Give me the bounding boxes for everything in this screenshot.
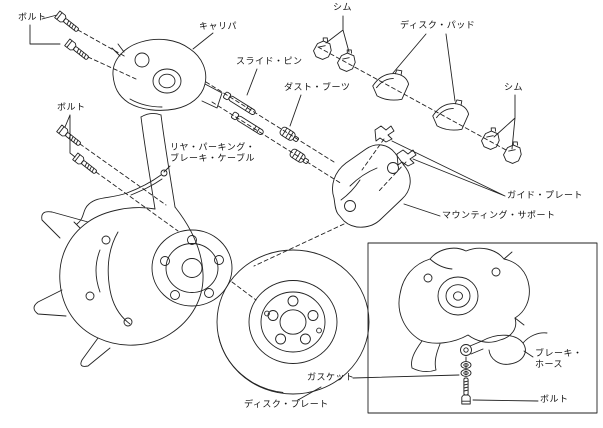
label-brake-hose-line2: ホース xyxy=(535,360,564,370)
label-brake-hose: ブレーキ・ ホース xyxy=(535,349,583,371)
label-disc-plate: ディスク・プレート xyxy=(244,400,329,410)
label-parking-brake-cable-line2: ブレーキ・ケーブル xyxy=(170,154,255,164)
shim-right-2 xyxy=(501,138,525,166)
parking-brake-cable-part xyxy=(73,169,168,229)
caliper-part xyxy=(111,38,223,111)
label-parking-brake-cable-line1: リヤ・パーキング・ xyxy=(170,143,256,153)
disc-rotor xyxy=(216,249,370,395)
mounting-support-part xyxy=(332,144,411,228)
guide-plate-2 xyxy=(396,149,417,167)
guide-plate-1 xyxy=(374,125,395,143)
slide-pin-1 xyxy=(222,91,258,117)
leader-lines xyxy=(29,14,539,402)
bolt-left-2 xyxy=(72,152,99,177)
disc-pad-1 xyxy=(370,65,412,104)
bolt-inset-part xyxy=(461,377,471,405)
label-bolt-left: ボルト xyxy=(57,103,86,113)
label-parking-brake-cable: リヤ・パーキング・ ブレーキ・ケーブル xyxy=(170,143,255,165)
label-mounting-support: マウンティング・サポート xyxy=(442,211,556,221)
bolt-top-left-2 xyxy=(64,38,91,63)
dust-boot-2 xyxy=(288,147,311,167)
bolt-left-1 xyxy=(56,124,83,149)
label-gasket: ガスケット xyxy=(307,373,355,383)
bolt-top-left-1 xyxy=(54,10,81,35)
label-shim-top: シム xyxy=(333,3,353,13)
assembly-dashed-lines xyxy=(77,29,507,378)
dust-boot-1 xyxy=(278,125,301,145)
label-guide-plate: ガイド・プレート xyxy=(507,191,584,201)
label-slide-pin: スライド・ピン xyxy=(236,57,303,67)
label-bolt-inset: ボルト xyxy=(540,395,569,405)
label-dust-boots: ダスト・ブーツ xyxy=(284,83,351,93)
knuckle-assembly xyxy=(33,112,233,367)
gasket-washers xyxy=(460,361,472,377)
inset-box xyxy=(367,242,598,414)
label-caliper: キャリパ xyxy=(199,22,238,32)
shim-top-2 xyxy=(335,46,359,74)
shim-right-1 xyxy=(479,124,503,152)
label-disc-pad: ディスク・パッド xyxy=(400,21,476,31)
label-brake-hose-line1: ブレーキ・ xyxy=(535,349,583,359)
inset-knuckle xyxy=(398,247,530,373)
label-bolt-top-left: ボルト xyxy=(18,13,47,23)
disc-pad-2 xyxy=(430,95,472,134)
brake-hose-part xyxy=(460,332,548,365)
label-shim-right: シム xyxy=(504,83,524,93)
